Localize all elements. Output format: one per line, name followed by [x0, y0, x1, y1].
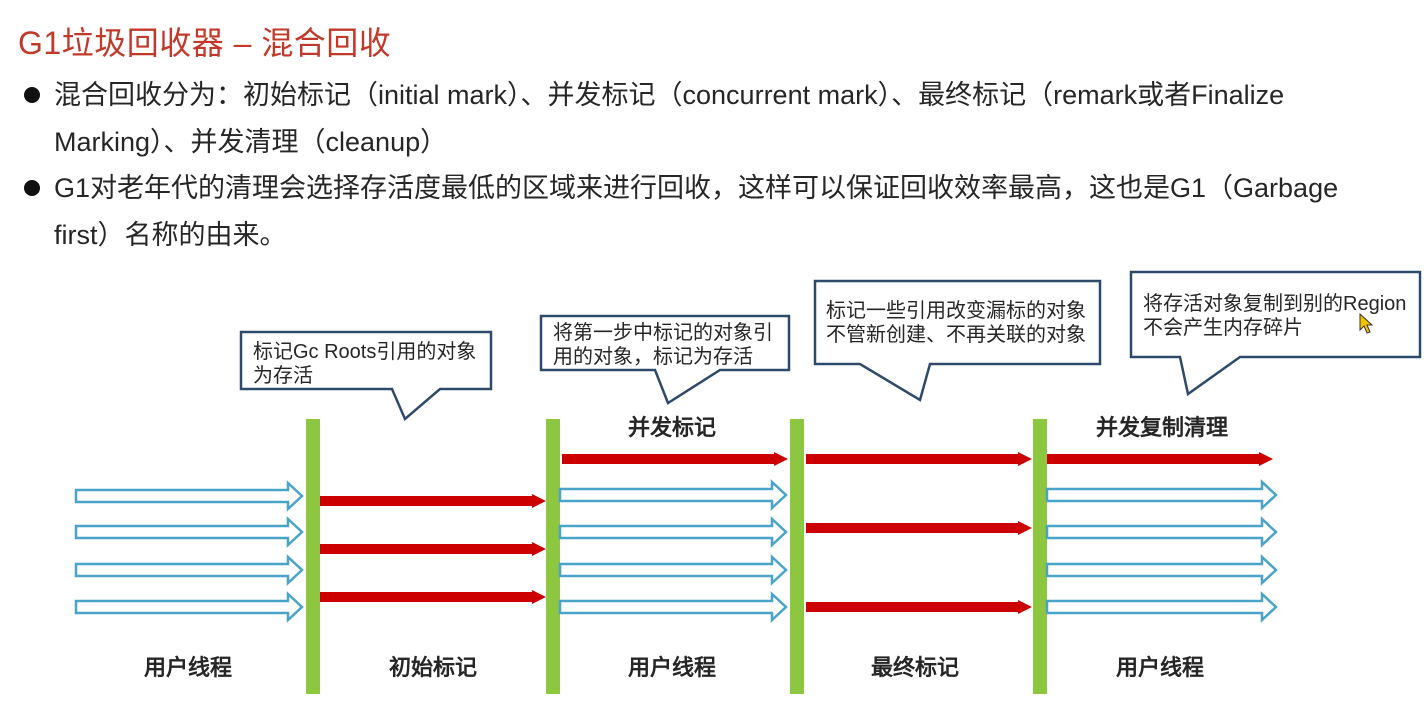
callout-line: 为存活	[253, 365, 313, 387]
callout-line: 不管新创建、不再关联的对象	[826, 324, 1086, 346]
bullet-text: 混合回收分为：初始标记（initial mark）、并发标记（concurren…	[54, 80, 1285, 157]
gc-thread-arrows	[320, 452, 1273, 614]
user-thread-arrow	[1045, 591, 1278, 623]
user-thread-arrows	[558, 479, 788, 623]
user-thread-arrows	[74, 480, 304, 623]
stage-label: 用户线程	[1115, 655, 1204, 680]
callout-bubble	[813, 279, 1102, 402]
user-thread-arrow	[558, 479, 788, 511]
user-thread-arrow	[1045, 479, 1278, 511]
stage-label: 用户线程	[143, 655, 232, 680]
callout-line: 将存活对象复制到别的Region	[1143, 293, 1407, 315]
stage-label: 初始标记	[388, 655, 477, 680]
bullet-item: G1对老年代的清理会选择存活度最低的区域来进行回收，这样可以保证回收效率最高，这…	[24, 165, 1344, 259]
user-thread-arrows	[1045, 479, 1278, 623]
user-thread-arrow	[74, 591, 304, 623]
callout-bubble	[239, 330, 493, 422]
mouse-cursor-icon	[1359, 312, 1374, 334]
slide-title: G1垃圾回收器 – 混合回收	[18, 25, 392, 61]
stw-bar	[1033, 419, 1047, 694]
user-thread-arrow	[74, 554, 304, 586]
user-thread-arrow	[74, 516, 304, 548]
bullet-dot	[24, 87, 40, 103]
user-thread-arrow	[558, 516, 788, 548]
callout-line: 标记Gc Roots引用的对象	[253, 341, 477, 363]
user-thread-arrow	[558, 554, 788, 586]
stw-bar	[306, 419, 320, 694]
stw-bar	[546, 419, 560, 694]
callout-line: 将第一步中标记的对象引	[553, 322, 773, 344]
callout-text: 将第一步中标记的对象引 用的对象，标记为存活	[553, 321, 773, 369]
user-thread-arrow	[558, 591, 788, 623]
callout-bubble	[1129, 270, 1422, 397]
bullet-text: G1对老年代的清理会选择存活度最低的区域来进行回收，这样可以保证回收效率最高，这…	[54, 173, 1339, 250]
stage-label: 用户线程	[627, 655, 716, 680]
phase-label-concurrent-cleanup: 并发复制清理	[1095, 415, 1228, 440]
callout-line: 不会产生内存碎片	[1143, 317, 1303, 339]
callout-text: 标记一些引用改变漏标的对象 不管新创建、不再关联的对象	[826, 299, 1086, 347]
callout-text: 将存活对象复制到别的Region 不会产生内存碎片	[1143, 292, 1406, 340]
phase-label-concurrent-mark: 并发标记	[627, 415, 716, 440]
stw-bar	[790, 419, 804, 694]
user-thread-arrow	[74, 480, 304, 512]
callout-text: 标记Gc Roots引用的对象 为存活	[253, 340, 476, 388]
user-thread-arrow	[1045, 516, 1278, 548]
callout-line: 用的对象，标记为存活	[553, 346, 753, 368]
callout-bubble	[539, 314, 791, 405]
callout-line: 标记一些引用改变漏标的对象	[826, 300, 1086, 322]
bullet-item: 混合回收分为：初始标记（initial mark）、并发标记（concurren…	[24, 72, 1344, 166]
bullet-dot	[24, 180, 40, 196]
stage-label: 最终标记	[870, 655, 959, 680]
user-thread-arrow	[1045, 554, 1278, 586]
